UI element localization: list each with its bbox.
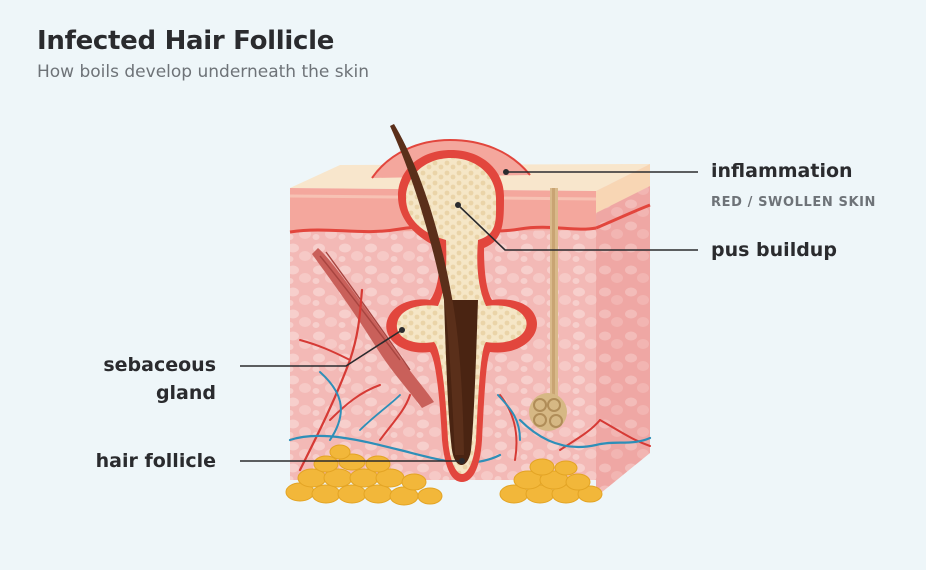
fat-cells bbox=[285, 444, 603, 506]
arrector-muscle bbox=[312, 248, 434, 408]
page-subtitle: How boils develop underneath the skin bbox=[37, 62, 369, 82]
label-gland: gland bbox=[155, 382, 216, 404]
leader-lines bbox=[240, 169, 698, 464]
sebaceous-leader-line bbox=[240, 329, 403, 367]
pus-leader-line bbox=[457, 204, 698, 251]
label-hair-follicle: hair follicle bbox=[95, 450, 216, 472]
page-title: Infected Hair Follicle bbox=[37, 26, 335, 56]
label-inflammation: inflammation bbox=[711, 160, 853, 182]
label-sebaceous: sebaceous bbox=[103, 354, 216, 376]
label-inflammation-sub: RED / SWOLLEN SKIN bbox=[711, 195, 877, 210]
label-pus-buildup: pus buildup bbox=[711, 239, 837, 261]
blood-vessels bbox=[288, 288, 652, 472]
hair-shaft bbox=[390, 124, 464, 455]
skin-side-face bbox=[596, 164, 650, 497]
sweat-gland bbox=[529, 188, 567, 431]
